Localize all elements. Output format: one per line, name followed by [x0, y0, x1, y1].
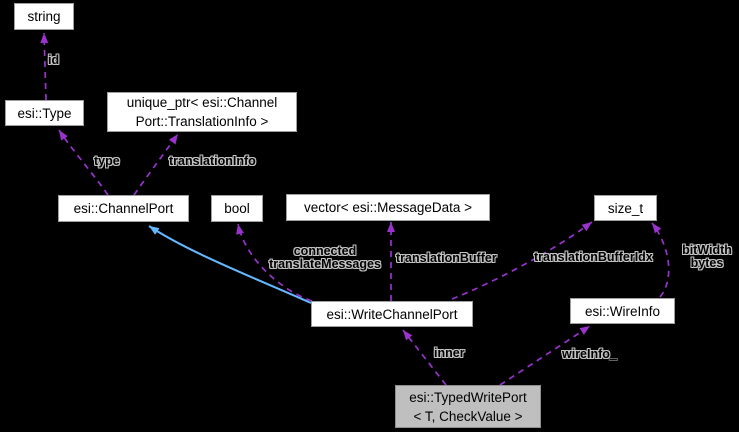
- node-vector-label: vector< esi::MessageData >: [303, 200, 473, 215]
- edge-label-bit-width-bytes: bitWidth bytes: [676, 244, 738, 270]
- node-esi-write-channel-port[interactable]: esi::WriteChannelPort: [311, 301, 473, 327]
- node-unique-ptr-translation-info: unique_ptr< esi::Channel Port::Translati…: [107, 92, 297, 132]
- node-esi-write-channel-port-label: esi::WriteChannelPort: [326, 306, 458, 322]
- edge-label-connected-line2: translateMessages: [269, 257, 381, 271]
- edge-id: [40, 32, 49, 101]
- node-string-label: string: [27, 9, 61, 24]
- edge-label-connected-translate-messages: connected translateMessages: [260, 245, 390, 271]
- node-size-t: size_t: [594, 195, 657, 221]
- node-esi-channel-port[interactable]: esi::ChannelPort: [58, 195, 189, 222]
- edge-label-connected-line1: connected: [293, 244, 357, 258]
- node-bool: bool: [211, 195, 263, 222]
- edge-label-id: id: [48, 53, 60, 67]
- node-vector-message-data: vector< esi::MessageData >: [286, 194, 490, 221]
- node-esi-wire-info[interactable]: esi::WireInfo: [570, 298, 675, 324]
- edge-label-type: type: [94, 154, 120, 168]
- node-esi-typed-write-port-line1: esi::TypedWritePort: [409, 389, 527, 405]
- node-esi-channel-port-label: esi::ChannelPort: [73, 201, 174, 216]
- node-esi-type-label: esi::Type: [17, 105, 72, 121]
- node-size-t-label: size_t: [607, 200, 644, 216]
- edge-label-bit-width-line1: bitWidth: [682, 243, 732, 257]
- edge-label-inner: inner: [434, 346, 465, 360]
- edge-label-translation-info: translationInfo: [169, 154, 256, 168]
- node-unique-ptr-line1: unique_ptr< esi::Channel: [126, 95, 278, 110]
- edge-label-bit-width-line2: bytes: [690, 256, 724, 270]
- node-esi-typed-write-port-line2: < T, CheckValue >: [413, 408, 523, 424]
- node-esi-typed-write-port: esi::TypedWritePort < T, CheckValue >: [395, 385, 541, 428]
- node-unique-ptr-line2: Port::TranslationInfo >: [135, 114, 269, 129]
- edge-label-translation-buffer: translationBuffer: [396, 251, 497, 265]
- node-esi-type[interactable]: esi::Type: [5, 100, 84, 126]
- node-bool-label: bool: [224, 201, 250, 216]
- edge-bit-width-bytes: [651, 222, 670, 298]
- edge-label-translation-buffer-idx: translationBufferIdx: [534, 250, 653, 264]
- node-string: string: [14, 3, 74, 30]
- node-esi-wire-info-label: esi::WireInfo: [584, 303, 661, 319]
- edge-label-wire-info: wireInfo_: [562, 347, 617, 361]
